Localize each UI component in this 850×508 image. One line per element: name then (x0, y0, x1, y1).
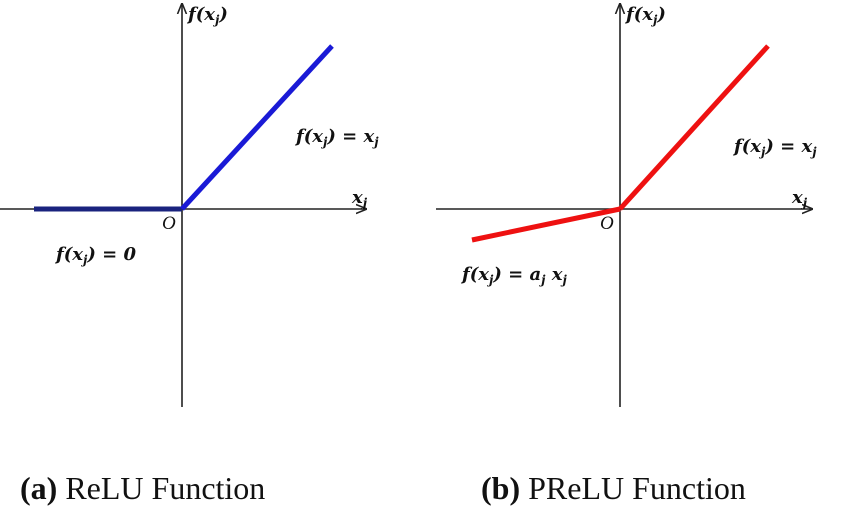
relu-positive-branch (180, 44, 334, 211)
relu-positive-equation: f(xj​) = xj​ (294, 126, 379, 149)
relu-origin-label: O (162, 213, 176, 234)
prelu-positive-equation: f(xj​) = xj​ (732, 136, 817, 159)
prelu-negative-branch (471, 206, 621, 243)
relu-caption: (a) ReLU Function (20, 470, 265, 507)
relu-panel: f(xj​) xj​ O f(xj​) = xj​ f(xj​) = 0 (0, 4, 379, 407)
prelu-x-axis-label: xj​ (791, 187, 808, 210)
relu-caption-text: ReLU Function (65, 470, 266, 506)
prelu-positive-branch (618, 44, 770, 211)
prelu-caption-text: PReLU Function (528, 470, 746, 506)
prelu-caption-tag: (b) (481, 470, 521, 506)
relu-caption-tag: (a) (20, 470, 58, 506)
prelu-caption: (b) PReLU Function (481, 470, 746, 507)
prelu-y-axis-label: f(xj​) (624, 4, 666, 27)
prelu-panel: f(xj​) xj​ O f(xj​) = xj​ f(xj​) = aj​ x… (436, 4, 817, 407)
relu-y-axis-label: f(xj​) (186, 4, 228, 27)
relu-x-axis-label: xj​ (351, 187, 368, 210)
prelu-origin-label: O (600, 213, 614, 234)
prelu-negative-equation: f(xj​) = aj​ xj​ (460, 264, 567, 287)
relu-negative-equation: f(xj​) = 0 (54, 244, 136, 267)
